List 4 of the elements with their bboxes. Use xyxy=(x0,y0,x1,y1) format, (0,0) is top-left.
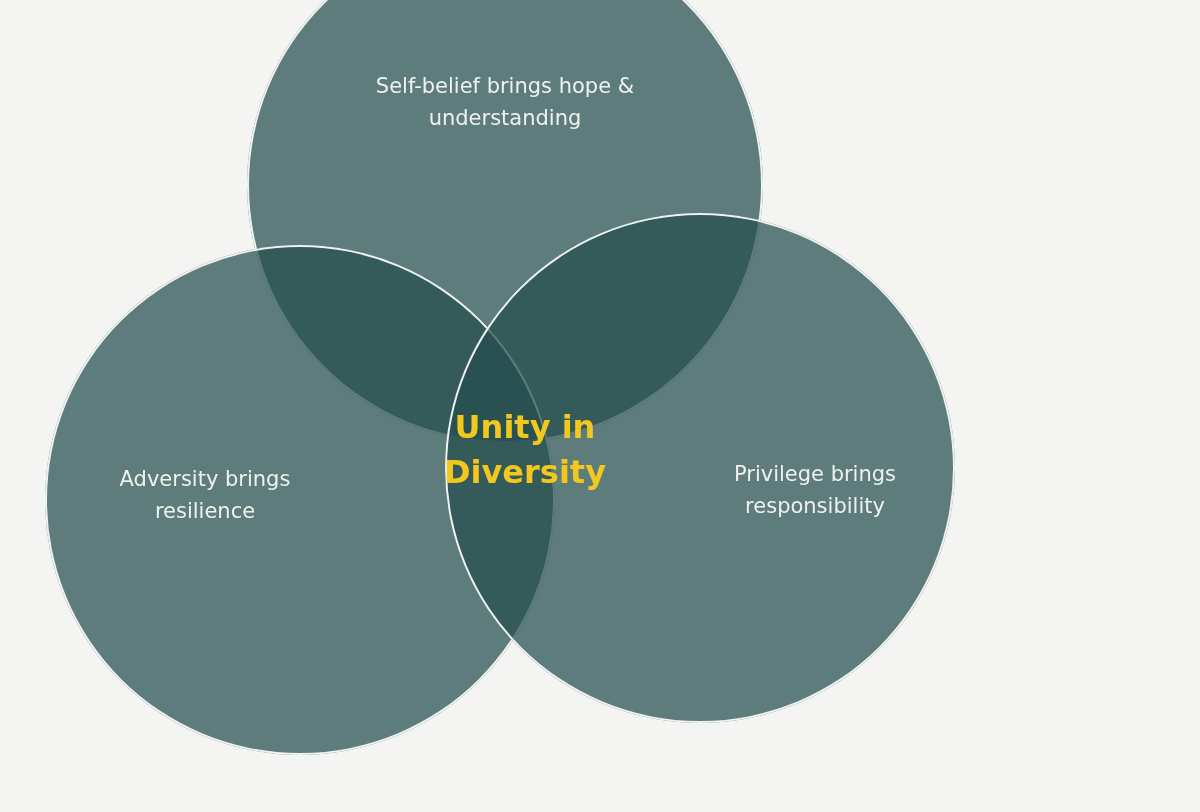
circle-label: Adversity brings resilience xyxy=(118,466,292,525)
circle-label: Self-belief brings hope & understanding xyxy=(374,73,636,132)
center-label: Unity in Diversity xyxy=(442,407,607,493)
circle-label: Privilege brings responsibility xyxy=(732,461,898,520)
